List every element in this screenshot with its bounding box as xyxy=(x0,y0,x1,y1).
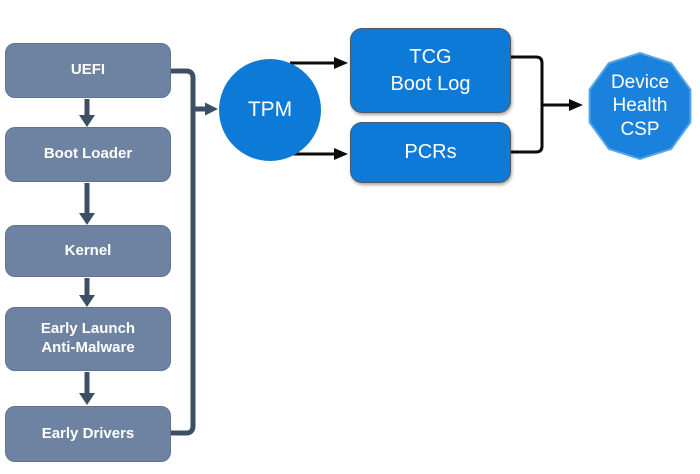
node-early-drivers: Early Drivers xyxy=(5,406,171,462)
node-kernel-label: Kernel xyxy=(64,241,112,259)
node-pcrs: PCRs xyxy=(350,122,511,183)
node-uefi-label: UEFI xyxy=(70,61,106,79)
node-device-health-csp-label: Device Health CSP xyxy=(610,72,670,140)
arrow-chain-to-tpm xyxy=(193,102,218,116)
node-early-launch-anti-malware-label: Early Launch Anti-Malware xyxy=(40,320,136,356)
node-kernel: Kernel xyxy=(5,225,171,277)
node-early-drivers-label: Early Drivers xyxy=(41,424,135,442)
node-tcg-boot-log-label: TCG Boot Log xyxy=(390,46,471,95)
node-early-launch-anti-malware: Early Launch Anti-Malware xyxy=(5,307,171,371)
node-tpm: TPM xyxy=(219,59,321,161)
node-device-health-csp-shape xyxy=(588,51,692,161)
node-boot-loader: Boot Loader xyxy=(5,127,171,182)
arrow-elam-to-early-drivers xyxy=(79,372,95,405)
node-uefi: UEFI xyxy=(5,43,171,98)
node-tpm-label: TPM xyxy=(247,98,293,121)
arrow-outputs-to-device-health-csp xyxy=(542,99,583,111)
node-pcrs-label: PCRs xyxy=(404,141,457,164)
node-device-health-csp: Device Health CSP xyxy=(584,50,696,162)
node-tcg-boot-log: TCG Boot Log xyxy=(350,28,511,113)
arrow-kernel-to-elam xyxy=(79,278,95,307)
arrow-boot-loader-to-kernel xyxy=(79,183,95,225)
arrow-uefi-to-boot-loader xyxy=(79,99,95,127)
connector-outputs-merge xyxy=(511,55,544,154)
node-boot-loader-label: Boot Loader xyxy=(43,145,133,163)
elbow-chain-to-tpm-bus xyxy=(171,68,196,436)
